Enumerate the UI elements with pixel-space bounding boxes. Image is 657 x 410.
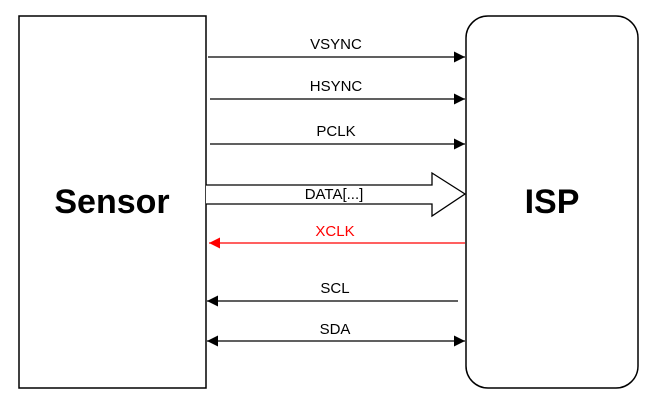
vsync-label: VSYNC	[310, 36, 362, 53]
signal-hsync: HSYNC	[210, 78, 465, 105]
signal-data-bus: DATA[...]	[206, 171, 467, 218]
isp-label: ISP	[525, 183, 580, 221]
signal-sda: SDA	[207, 321, 465, 347]
sda-label: SDA	[320, 321, 351, 338]
xclk-label: XCLK	[315, 223, 354, 240]
sensor-block: Sensor	[18, 15, 207, 389]
isp-box	[465, 15, 639, 389]
data-bus-arrow	[206, 171, 467, 218]
sensor-label: Sensor	[54, 183, 169, 221]
signal-vsync: VSYNC	[208, 36, 465, 63]
hsync-label: HSYNC	[310, 78, 363, 95]
signal-xclk: XCLK	[209, 223, 465, 249]
signal-scl: SCL	[207, 280, 458, 307]
isp-block: ISP	[465, 15, 639, 389]
pclk-label: PCLK	[316, 123, 355, 140]
signal-pclk: PCLK	[210, 123, 465, 150]
data-bus-label: DATA[...]	[305, 186, 364, 203]
sensor-box	[18, 15, 207, 389]
scl-label: SCL	[320, 280, 349, 297]
